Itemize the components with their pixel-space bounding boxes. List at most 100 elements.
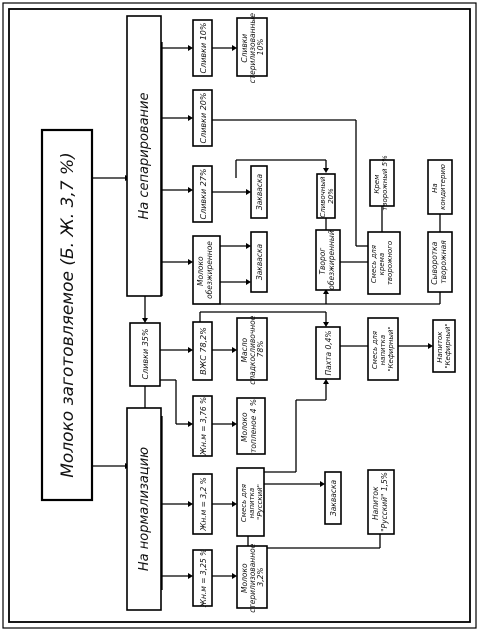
whey-use-line-1: На (431, 183, 439, 193)
node-normalization: На нормализацию (126, 407, 162, 611)
milk-sterilized-line-3: 3,2% (256, 567, 265, 586)
svg-text:Молоко топленое 4 %: Молоко топленое 4 % (240, 399, 258, 453)
node-curd-skim: Творог обезжиренный (315, 229, 341, 291)
node-cream-10: Сливки 10% (192, 19, 213, 77)
node-fat-32-label: Жн.м = 3,2 % (199, 477, 208, 532)
mix-cream-curd-line-2: крема (378, 253, 386, 276)
butter-line-3: 78% (256, 341, 265, 358)
milk-sterilized-line-2: стерилизованное (248, 543, 257, 612)
svg-text:Смесь для крема тв: Смесь для крема творожного (370, 241, 394, 285)
node-bks: ВЖС 78,2% (192, 321, 213, 381)
curd-skim-line-2: обезжиренный (327, 230, 336, 290)
mix-kefir-line-2: напитка (379, 335, 387, 366)
node-cream-35-label: Сливки 35% (141, 329, 150, 380)
node-milk-4: Молоко топленое 4 % (236, 397, 266, 455)
node-cream-27-label: Сливки 27% (199, 169, 208, 220)
node-cheese-curd: Сливочный 20% (316, 173, 336, 219)
svg-text:Напиток "Кефирный": Напиток "Кефирный" (436, 323, 452, 368)
milk-sterilized-line-1: Молоко (240, 563, 249, 593)
node-butter: Масло сладкосливочное 78% (236, 313, 268, 385)
milk-4-line-2: топленое 4 % (249, 399, 258, 453)
mix-kefir-line-1: Смесь для (371, 331, 379, 369)
mix-cream-curd-line-1: Смесь для (370, 245, 378, 283)
node-starter-bottom: Закваска (324, 471, 342, 525)
svg-text:Масло сладкосливочное: Масло сладкосливочное 78% (240, 313, 265, 385)
node-starter-mid: Закваска (250, 231, 268, 293)
connectors (92, 42, 441, 590)
cream-curd-product-line-2: творожный 5% (381, 155, 389, 211)
node-fat-376-label: Жн.м = 3,76 % (199, 397, 208, 456)
milk-4-line-1: Молоко (240, 412, 249, 442)
node-cream-20-label: Сливки 20% (199, 93, 208, 144)
node-starter-mid-label: Закваска (255, 243, 264, 280)
svg-text:Смесь для напитка: Смесь для напитка "Русский" (240, 482, 264, 522)
svg-text:Сыворотка творожная: Сыворотка творожная (430, 239, 448, 284)
node-mix-russian: Смесь для напитка "Русский" (236, 467, 265, 537)
svg-text:Творог обезжиренный: Творог обезжиренный (318, 230, 336, 290)
drink-russian-line-1: Напиток (371, 486, 380, 520)
cheese-curd-line-1: Сливочный (319, 176, 327, 218)
node-pahta-label: Пахта 0,4% (324, 330, 333, 375)
svg-text:Сливочный 20%: Сливочный 20% (319, 174, 335, 217)
butter-line-2: сладкосливочное (248, 315, 257, 385)
node-milk-sterilized: Молоко стерилизованное 3,2% (236, 541, 268, 613)
butter-line-1: Масло (240, 338, 249, 363)
node-mix-kefir: Смесь для напитка "Кефирный" (367, 317, 399, 381)
svg-text:Сливки стерилизованные: Сливки стерилизованные 10% (240, 11, 265, 84)
drink-kefir-line-2: "Кефирный" (444, 323, 452, 368)
node-main-label: Молоко заготовляемое (Б. Ж. 3,7 %) (58, 152, 78, 478)
mix-kefir-line-3: "Кефирный" (387, 326, 395, 371)
node-fat-325: Жн.м = 3,25 % (192, 549, 213, 608)
node-separation: На сепарирование (126, 15, 162, 297)
node-skim-milk: Молоко обезжиренное (192, 235, 221, 305)
node-mix-cream-curd: Смесь для крема творожного (367, 231, 401, 295)
drink-russian-line-2: "Русский" 1,5% (380, 472, 389, 532)
node-whey-use: На кондитерию (427, 159, 453, 215)
node-bks-label: ВЖС 78,2% (199, 327, 208, 375)
node-fat-32: Жн.м = 3,2 % (192, 473, 213, 535)
node-drink-russian: Напиток "Русский" 1,5% (367, 469, 395, 535)
node-starter-top: Закваска (250, 165, 268, 219)
node-separation-label: На сепарирование (137, 93, 152, 220)
node-drink-kefir: Напиток "Кефирный" (432, 319, 456, 373)
cream-10-product-line-2: стерилизованные (248, 13, 257, 84)
cream-curd-product-line-1: Крем (373, 174, 381, 194)
cream-10-product-line-1: Сливки (240, 34, 249, 63)
whey-line-1: Сыворотка (430, 241, 439, 284)
svg-text:Молоко стерилизованное: Молоко стерилизованное 3,2% (240, 541, 265, 612)
node-whey: Сыворотка творожная (427, 231, 453, 293)
node-cream-35: Сливки 35% (129, 322, 161, 387)
svg-text:Смесь для напитка: Смесь для напитка "Кефирный" (371, 326, 395, 371)
mix-russian-line-2: напитка (248, 488, 256, 519)
svg-text:Крем творожный 5%: Крем творожный 5% (373, 155, 389, 211)
whey-use-line-2: кондитерию (439, 164, 447, 210)
drink-kefir-line-1: Напиток (436, 331, 444, 363)
node-fat-376: Жн.м = 3,76 % (192, 395, 213, 457)
skim-milk-line-2: обезжиренное (205, 241, 214, 299)
svg-text:На кондитерию: На кондитерию (431, 164, 447, 210)
node-cream-10-label: Сливки 10% (199, 23, 208, 74)
skim-milk-line-1: Молоко (196, 256, 205, 286)
inner-border (8, 8, 471, 623)
whey-line-2: творожная (439, 240, 448, 284)
node-cream-10-product: Сливки стерилизованные 10% (236, 11, 268, 84)
node-main: Молоко заготовляемое (Б. Ж. 3,7 %) (40, 128, 94, 502)
mix-cream-curd-line-3: творожного (386, 241, 394, 285)
mix-russian-line-3: "Русский" (256, 484, 264, 520)
svg-text:Молоко обезжиренное: Молоко обезжиренное (196, 241, 214, 299)
node-cream-curd-product: Крем творожный 5% (369, 155, 395, 211)
node-cream-27: Сливки 27% (192, 165, 213, 223)
node-normalization-label: На нормализацию (137, 447, 152, 571)
node-starter-top-label: Закваска (255, 173, 264, 210)
svg-text:Напиток "Русский" 1,5%: Напиток "Русский" 1,5% (371, 472, 389, 532)
node-cream-20: Сливки 20% (192, 89, 213, 147)
curd-skim-line-1: Творог (318, 248, 327, 275)
cream-10-product-line-3: 10% (256, 39, 265, 56)
node-pahta: Пахта 0,4% (315, 326, 341, 380)
mix-russian-line-1: Смесь для (240, 484, 248, 522)
node-starter-bottom-label: Закваска (329, 479, 338, 516)
cheese-curd-line-2: 20% (327, 188, 335, 204)
node-fat-325-label: Жн.м = 3,25 % (199, 549, 208, 608)
